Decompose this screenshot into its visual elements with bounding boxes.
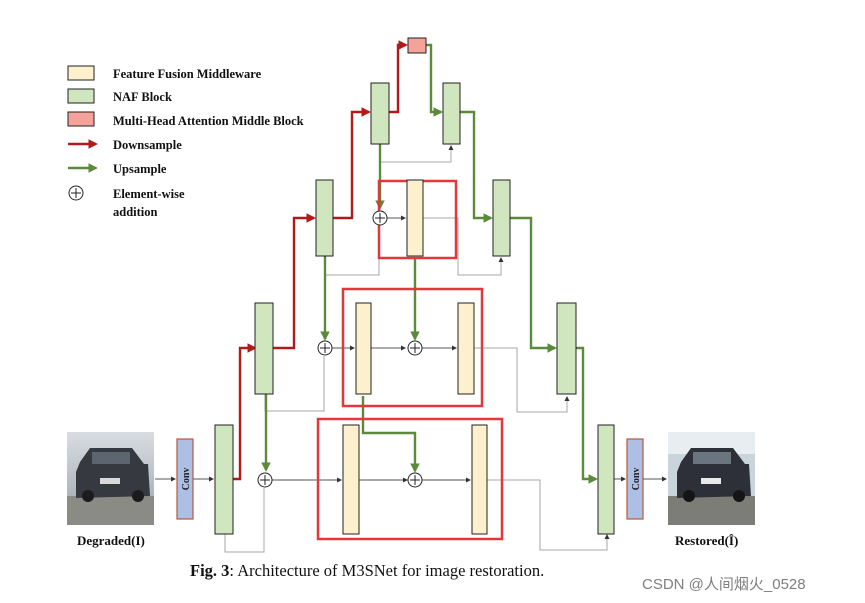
conv-label-input: Conv — [181, 468, 192, 491]
legend-downsample-label: Downsample — [113, 138, 182, 152]
degraded-label: Degraded(I) — [77, 533, 145, 548]
fusion-frame-level2 — [341, 287, 484, 408]
legend-naf-label: NAF Block — [113, 90, 172, 104]
ffm-block-level2-right — [457, 302, 475, 395]
mha-middle-block — [407, 37, 427, 54]
legend-upsample-label: Upsample — [113, 162, 167, 176]
legend-add-label-line2: addition — [113, 205, 158, 219]
ffm-block-level1-left — [342, 424, 360, 535]
restored-label: Restored(Î) — [675, 533, 738, 548]
legend-add-icon — [68, 185, 84, 201]
downsample-paths — [233, 40, 408, 481]
naf-block-enc4 — [370, 82, 390, 145]
degraded-image — [67, 432, 154, 525]
upsample-paths — [261, 43, 598, 484]
legend-ffm-label: Feature Fusion Middleware — [113, 67, 262, 81]
ffm-block-level1-right — [471, 424, 488, 535]
legend: Feature Fusion Middleware NAF Block Mult… — [67, 65, 304, 219]
ffm-block-level2-left — [355, 302, 372, 395]
naf-block-enc1 — [214, 424, 234, 535]
legend-ffm-swatch — [67, 65, 95, 81]
add-node-level1-mid — [407, 472, 423, 488]
conv-label-output: Conv — [631, 468, 642, 491]
add-node-level2-left — [317, 340, 333, 356]
naf-block-dec1 — [597, 424, 615, 535]
legend-naf-swatch — [67, 88, 95, 104]
add-node-level3 — [372, 210, 388, 226]
naf-block-dec3 — [492, 179, 511, 257]
fusion-frame-level1 — [316, 417, 504, 541]
naf-block-enc2 — [254, 302, 274, 395]
legend-add-label-line1: Element-wise — [113, 187, 185, 201]
add-node-level2-mid — [407, 340, 423, 356]
restored-image — [668, 432, 755, 525]
naf-block-enc3 — [315, 179, 334, 257]
naf-block-dec4 — [442, 82, 461, 145]
figure-number: Fig. 3 — [190, 561, 230, 580]
ffm-block-level3 — [406, 179, 424, 257]
watermark: CSDN @人间烟火_0528 — [642, 576, 806, 593]
naf-block-dec2 — [556, 302, 577, 395]
figure-caption-text: : Architecture of M3SNet for image resto… — [229, 561, 545, 580]
figure-caption: Fig. 3: Architecture of M3SNet for image… — [190, 561, 544, 581]
legend-mha-swatch — [67, 111, 95, 127]
legend-mha-label: Multi-Head Attention Middle Block — [113, 114, 304, 128]
add-node-level1-left — [257, 472, 273, 488]
